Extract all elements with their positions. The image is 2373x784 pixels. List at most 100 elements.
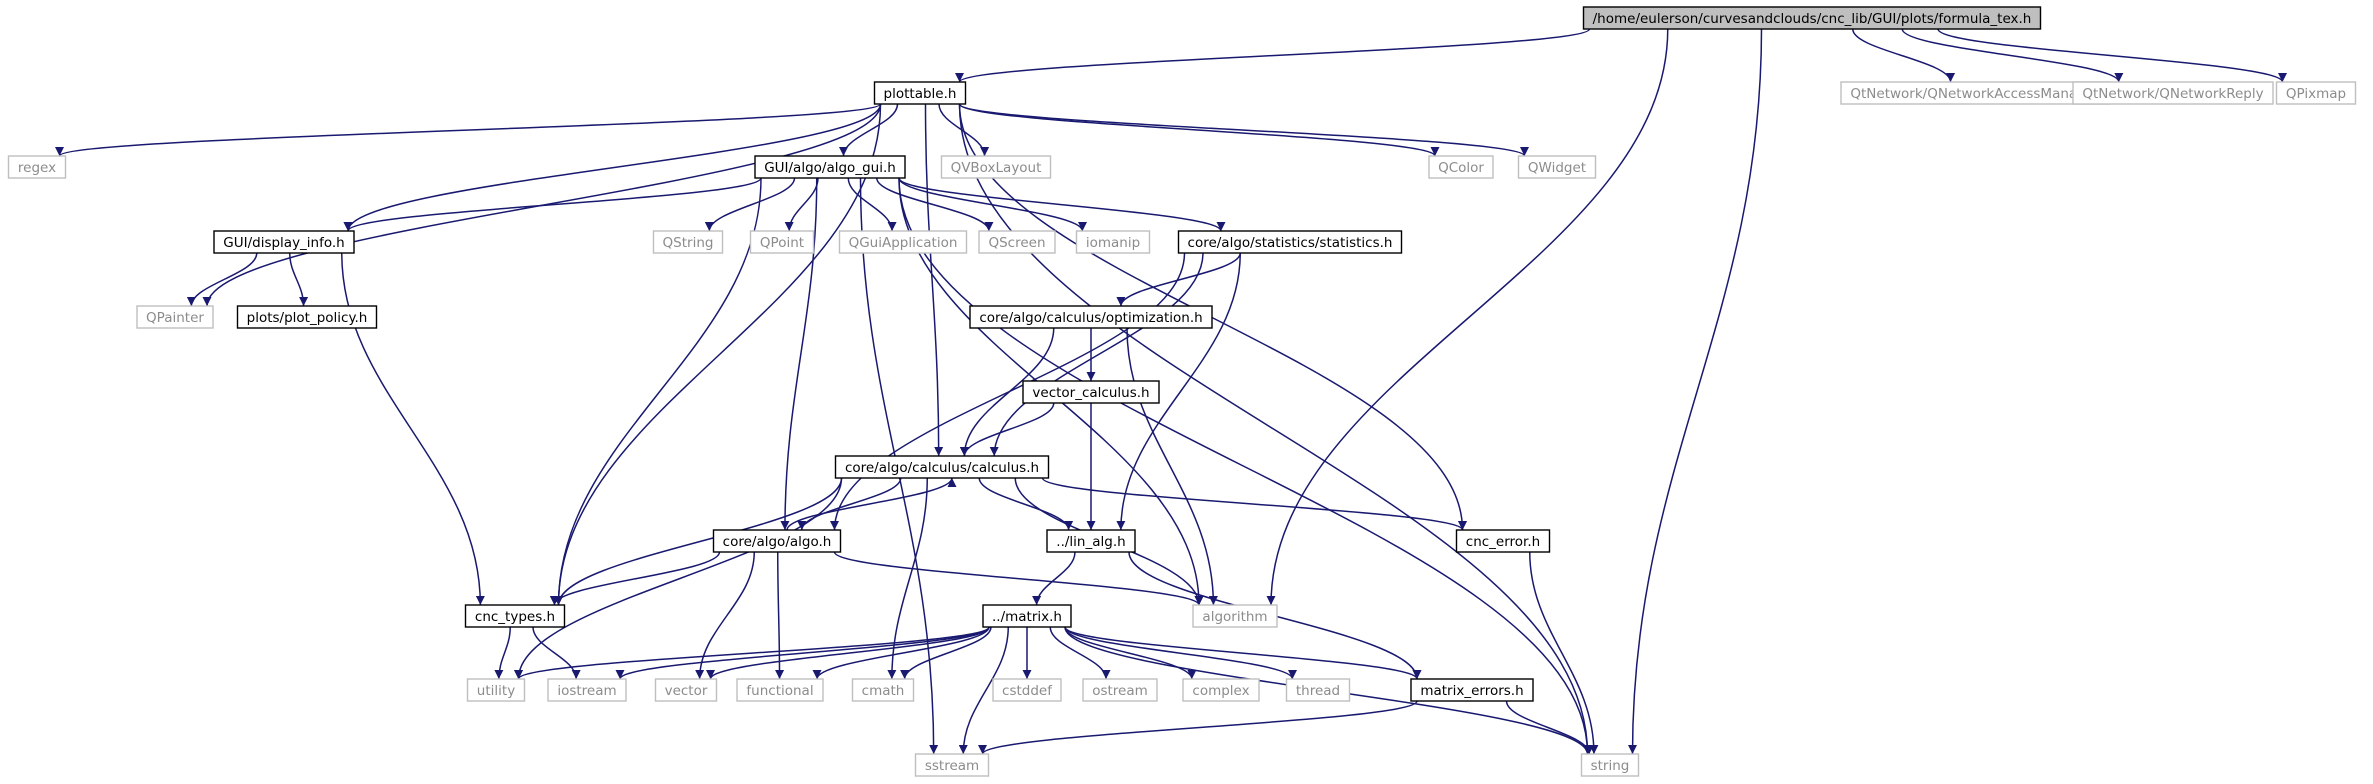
edge-matrix-to-thread [1064, 626, 1297, 680]
node-algo: core/algo/algo.h [712, 529, 842, 553]
node-qscreen: QScreen [978, 230, 1056, 254]
node-label: ../lin_alg.h [1056, 534, 1125, 550]
node-matrix-errors: matrix_errors.h [1410, 678, 1534, 702]
node-box [969, 305, 1213, 329]
node-box [1410, 678, 1534, 702]
node-qstring: QString [652, 230, 724, 254]
node-box [749, 230, 815, 254]
edge-calculus-to-cnc-error [1041, 477, 1467, 531]
edge-plottable-to-calculus [924, 103, 944, 457]
edge-matrix-errors-to-sstream [978, 700, 1418, 755]
edge-algo-gui-to-qscreen [876, 177, 994, 232]
node-box [1580, 753, 1640, 777]
edge-algo-to-functional [775, 551, 785, 680]
edge-statistics-to-calculus [989, 252, 1204, 457]
node-matrix: ../matrix.h [982, 604, 1072, 628]
node-qcolor: QColor [1428, 155, 1494, 179]
edge-plottable-to-display-info [343, 103, 882, 232]
node-lin-alg: ../lin_alg.h [1046, 529, 1136, 553]
node-algo-gui: GUI/algo/algo_gui.h [754, 155, 906, 179]
node-label: core/algo/calculus/calculus.h [845, 460, 1039, 476]
edge-cnc-types-to-utility [494, 626, 511, 680]
node-box [940, 155, 1052, 179]
edge-cnc-error-to-string [1529, 551, 1599, 755]
node-box [236, 305, 378, 329]
node-label: /home/eulerson/curvesandclouds/cnc_lib/G… [1593, 11, 2032, 27]
edge-algo-gui-to-qstring [704, 177, 796, 232]
node-label: QPixmap [2286, 86, 2346, 102]
edge-optimization-to-calculus [959, 327, 1055, 457]
edge-matrix-to-functional [812, 626, 990, 680]
edge-matrix-to-matrix-errors [1064, 626, 1422, 680]
edge-layer [55, 28, 2287, 755]
node-label: QtNetwork/QNetworkReply [2082, 86, 2263, 102]
node-vector-calculus: vector_calculus.h [1022, 380, 1160, 404]
node-plottable: plottable.h [873, 81, 967, 105]
edge-display-info-to-qpainter [186, 252, 258, 307]
node-optimization: core/algo/calculus/optimization.h [969, 305, 1213, 329]
node-box [654, 678, 718, 702]
node-label: QScreen [988, 235, 1045, 251]
node-cmath: cmath [851, 678, 915, 702]
node-label: iomanip [1086, 235, 1140, 251]
edge-matrix-to-sstream [958, 626, 1009, 755]
node-label: ../matrix.h [992, 609, 1062, 625]
edge-plottable-to-string [958, 103, 1592, 755]
node-box [464, 604, 566, 628]
node-qpainter: QPainter [136, 305, 214, 329]
node-utility: utility [466, 678, 526, 702]
node-box [1075, 230, 1151, 254]
node-plot-policy: plots/plot_policy.h [236, 305, 378, 329]
edge-lin-alg-to-matrix [1032, 551, 1076, 606]
edge-statistics-to-optimization [1116, 252, 1241, 307]
node-complex: complex [1182, 678, 1260, 702]
node-label: QPainter [146, 310, 204, 326]
node-box [754, 155, 906, 179]
node-label: vector [665, 683, 708, 699]
node-iostream: iostream [547, 678, 627, 702]
edge-matrix-to-ostream [1049, 626, 1111, 680]
node-box [652, 230, 724, 254]
node-box [982, 604, 1072, 628]
node-box [712, 529, 842, 553]
node-label: complex [1192, 683, 1249, 699]
edge-plottable-to-qwidget [958, 103, 1529, 157]
node-label: matrix_errors.h [1420, 683, 1523, 699]
node-box [7, 155, 67, 179]
edge-plottable-to-qcolor [958, 103, 1440, 157]
node-label: regex [18, 160, 56, 176]
node-box [978, 230, 1056, 254]
edge-statistics-to-lin-alg [1116, 252, 1241, 531]
node-box [1177, 230, 1403, 254]
node-label: QColor [1438, 160, 1484, 176]
node-label: cstddef [1002, 683, 1053, 699]
node-box [1517, 155, 1597, 179]
node-cnc-error: cnc_error.h [1455, 529, 1551, 553]
node-box [834, 455, 1050, 479]
edge-optimization-to-algorithm [1126, 327, 1218, 606]
node-box [2072, 81, 2274, 105]
node-calculus: core/algo/calculus/calculus.h [834, 455, 1050, 479]
node-vector: vector [654, 678, 718, 702]
node-box [547, 678, 627, 702]
node-label: plots/plot_policy.h [247, 310, 368, 326]
node-box [851, 678, 915, 702]
node-box [1082, 678, 1158, 702]
edge-plottable-to-algo-gui [839, 103, 899, 157]
node-box [1046, 529, 1136, 553]
node-label: cnc_types.h [475, 609, 555, 625]
node-cstddef: cstddef [992, 678, 1062, 702]
node-string: string [1580, 753, 1640, 777]
node-label: QPoint [760, 235, 804, 251]
node-qnr: QtNetwork/QNetworkReply [2072, 81, 2274, 105]
node-qvbox: QVBoxLayout [940, 155, 1052, 179]
node-box [1455, 529, 1551, 553]
node-iomanip: iomanip [1075, 230, 1151, 254]
node-box [914, 753, 990, 777]
edge-root-to-plottable [955, 28, 1591, 83]
edge-matrix-to-utility [514, 626, 990, 680]
node-label: vector_calculus.h [1032, 385, 1149, 401]
node-box [1285, 678, 1351, 702]
node-qpoint: QPoint [749, 230, 815, 254]
node-label: QtNetwork/QNetworkAccessManager [1850, 86, 2100, 102]
